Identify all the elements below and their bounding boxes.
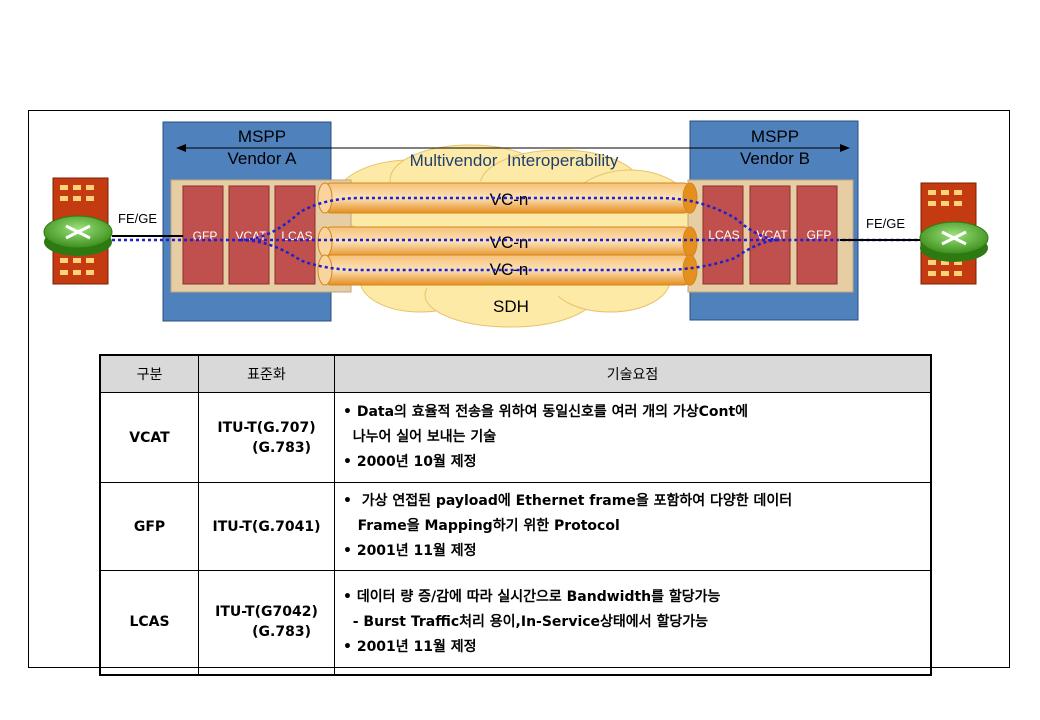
standard-line: (G.783) [252, 439, 311, 456]
point-line: • 데이터 량 증/감에 따라 실시간으로 Bandwidth를 할당가능 [343, 588, 721, 605]
header-points: 기술요점 [334, 354, 932, 393]
table-row: VCAT ITU-T(G.707) (G.783) • Data의 효율적 전송… [99, 392, 932, 483]
point-line: • Data의 효율적 전송을 위하여 동일신호를 여러 개의 가상Cont에 [343, 404, 749, 420]
vendor-a-module-lcas [274, 185, 316, 285]
vendor-b-subtitle: Vendor B [740, 149, 810, 168]
row-points: • Data의 효율적 전송을 위하여 동일신호를 여러 개의 가상Cont에 … [334, 392, 932, 483]
right-port-label: FE/GE [866, 216, 905, 231]
row-category: VCAT [99, 392, 199, 483]
table-row: GFP ITU-T(G.7041) • 가상 연접된 payload에 Ethe… [99, 482, 932, 571]
point-line: • 2001년 11월 제정 [343, 543, 477, 559]
left-port-label: FE/GE [118, 211, 157, 226]
vendor-b-module-gfp-label: GFP [807, 228, 832, 242]
row-points: • 가상 연접된 payload에 Ethernet frame을 포함하여 다… [334, 482, 932, 571]
spec-table: 구분 표준화 기술요점 VCAT ITU-T(G.707) (G.783) • … [99, 354, 932, 676]
interop-label: Multivendor Interoperability [410, 151, 619, 170]
row-category: GFP [99, 482, 199, 571]
header-standard: 표준화 [198, 354, 335, 393]
vendor-b-module-lcas [702, 185, 744, 285]
vendor-b-module-vcat [749, 185, 791, 285]
pipe-label-1: VC-n [490, 190, 529, 209]
point-line: 나누어 실어 보내는 기술 [343, 429, 497, 445]
row-category: LCAS [99, 570, 199, 675]
row-standard: ITU-T(G.7041) [198, 482, 335, 571]
pipe-label-3: VC-n [490, 260, 529, 279]
standard-line: ITU-T(G.7041) [212, 518, 321, 535]
vendor-b-module-lcas-label: LCAS [708, 228, 739, 242]
vc-pipes [317, 182, 698, 286]
point-line: • 가상 연접된 payload에 Ethernet frame을 포함하여 다… [343, 493, 793, 509]
vendor-b-module-gfp [796, 185, 838, 285]
point-line: Frame을 Mapping하기 위한 Protocol [343, 518, 620, 534]
vendor-a-module-gfp [182, 185, 224, 285]
vendor-b-module-vcat-label: VCAT [756, 228, 788, 242]
standard-line: ITU-T(G.707) [217, 419, 316, 436]
right-router-icon [919, 182, 989, 285]
pipe-label-2: VC-n [490, 233, 529, 252]
table-header-row: 구분 표준화 기술요점 [99, 354, 932, 393]
standard-line: ITU-T(G7042) [215, 604, 318, 621]
row-points: • 데이터 량 증/감에 따라 실시간으로 Bandwidth를 할당가능 - … [334, 570, 932, 675]
row-standard: ITU-T(G7042) (G.783) [198, 570, 335, 675]
header-category: 구분 [99, 354, 199, 393]
dotted-path [100, 196, 930, 272]
left-router-icon [43, 177, 113, 285]
cloud-label: SDH [493, 297, 529, 316]
network-diagram: MSPP Vendor A MSPP Vendor B SDH VC-n VC-… [43, 120, 989, 328]
vendor-a-title: MSPP [238, 127, 286, 146]
point-line: - Burst Traffic처리 용이,In-Service상태에서 할당가능 [343, 613, 708, 630]
point-line: • 2001년 11월 제정 [343, 638, 477, 655]
standard-line: (G.783) [252, 624, 311, 641]
table-row: LCAS ITU-T(G7042) (G.783) • 데이터 량 증/감에 따… [99, 570, 932, 675]
point-line: • 2000년 10월 제정 [343, 454, 477, 470]
row-standard: ITU-T(G.707) (G.783) [198, 392, 335, 483]
vendor-a-subtitle: Vendor A [227, 149, 297, 168]
vendor-b-title: MSPP [751, 127, 799, 146]
